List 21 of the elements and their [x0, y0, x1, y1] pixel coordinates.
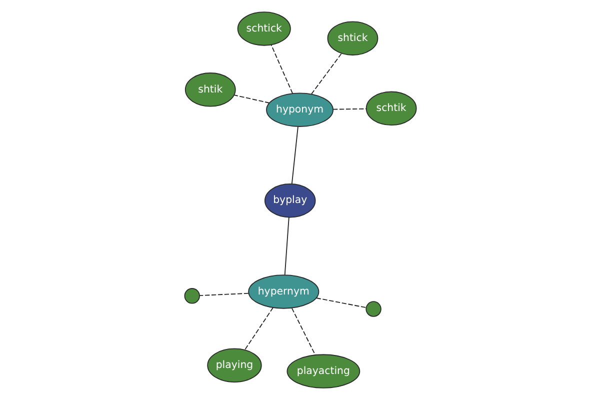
node-ellipse: schtick	[236, 12, 290, 46]
node-circle	[184, 288, 200, 304]
node-ellipse: hypernym	[248, 274, 319, 309]
node-ellipse: byplay	[264, 184, 316, 218]
node-ellipse: hyponym	[266, 92, 334, 127]
node-ellipse: shtick	[326, 21, 378, 56]
node-ellipse: schtik	[365, 91, 416, 126]
node-ellipse: playacting	[286, 354, 360, 388]
node-ellipse: playing	[206, 348, 262, 382]
node-circle	[365, 301, 381, 317]
connector	[290, 308, 316, 356]
connector	[270, 44, 293, 94]
connector	[198, 292, 248, 296]
connector	[332, 108, 366, 110]
connector	[233, 94, 270, 104]
connector	[284, 216, 289, 276]
connector	[315, 298, 366, 308]
connector	[310, 52, 342, 94]
connector	[244, 307, 273, 350]
connector	[290, 126, 298, 184]
node-ellipse: shtik	[184, 72, 236, 107]
